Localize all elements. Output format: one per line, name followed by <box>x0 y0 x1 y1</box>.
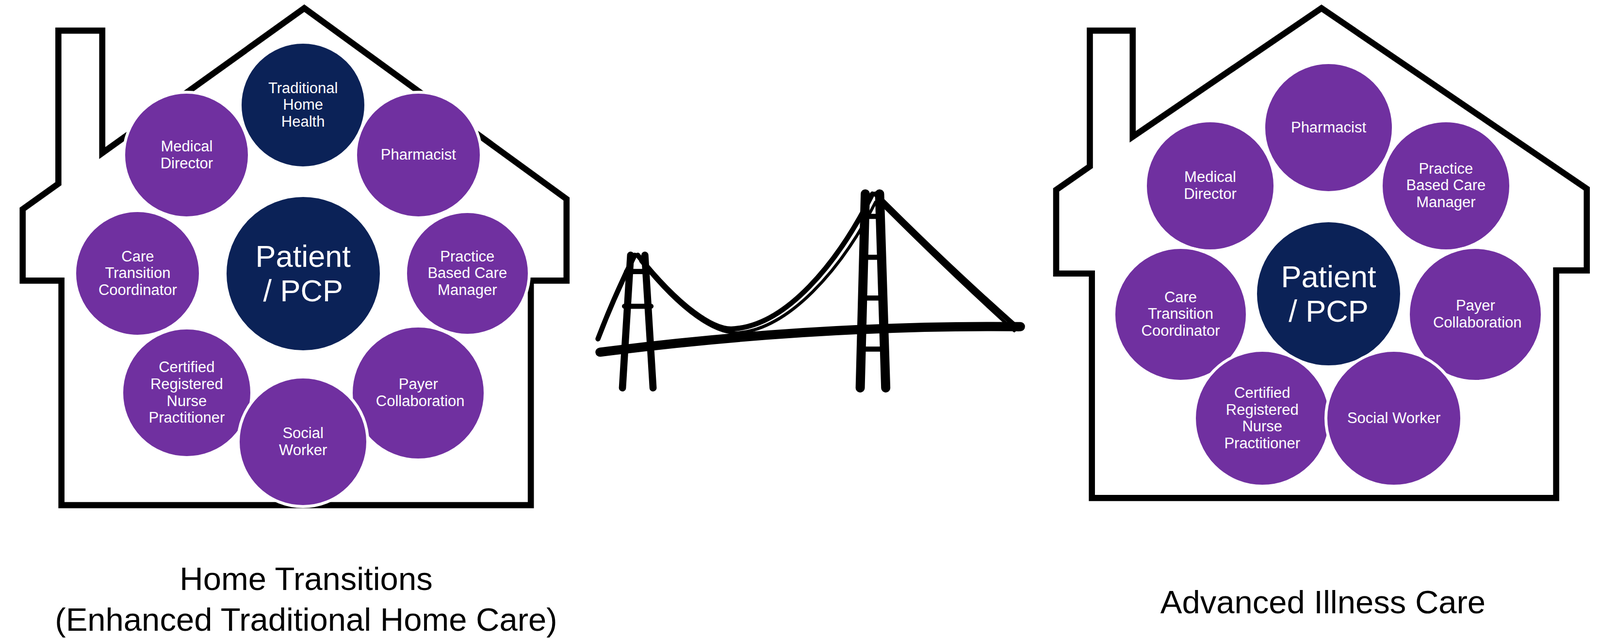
role-label: Care Transition Coordinator <box>1138 289 1224 340</box>
role-circle: Practice Based Care Manager <box>404 210 531 337</box>
tower-crossbar <box>861 216 885 349</box>
role-label: Patient / PCP <box>250 239 356 308</box>
bridge-cable <box>598 255 636 340</box>
role-label: Payer Collaboration <box>375 375 461 410</box>
tower-crossbar <box>624 271 652 307</box>
role-circle: Care Transition Coordinator <box>73 209 202 338</box>
house-title: Advanced Illness Care <box>1045 581 1600 623</box>
role-circle: Payer Collaboration <box>349 324 487 462</box>
role-circle: Patient / PCP <box>223 194 383 354</box>
role-label: Certified Registered Nurse Practitioner <box>1219 384 1305 453</box>
role-circle: Medical Director <box>1143 119 1277 252</box>
role-circle: Pharmacist <box>354 90 483 220</box>
role-label: Payer Collaboration <box>1433 297 1519 331</box>
role-label: Certified Registered Nurse Practitioner <box>144 359 229 427</box>
role-label: Social Worker <box>260 424 346 459</box>
house-caption: Advanced Illness Care <box>1045 581 1600 623</box>
bridge-cable <box>640 202 876 334</box>
role-label: Medical Director <box>1167 168 1253 203</box>
role-circle: Practice Based Care Manager <box>1379 119 1513 252</box>
role-circle: Social Worker <box>236 375 370 508</box>
role-label: Pharmacist <box>1286 119 1372 137</box>
house-outline-path <box>22 8 567 506</box>
role-label: Practice Based Care Manager <box>424 248 510 299</box>
role-label: Social Worker <box>1335 409 1453 427</box>
role-circle: Medical Director <box>122 90 251 220</box>
house-frame: Advanced Illness Care PharmacistMedical D… <box>1045 0 1600 639</box>
role-label: Medical Director <box>144 138 229 172</box>
bridge-cable <box>875 194 1019 329</box>
house-frame: Home Transitions(Enhanced Traditional Ho… <box>15 0 598 639</box>
role-label: Traditional Home Health <box>260 80 346 131</box>
house-title: Home Transitions <box>15 558 598 600</box>
role-circle: Patient / PCP <box>1254 219 1404 369</box>
role-circle: Certified Registered Nurse Practitioner <box>1192 348 1332 488</box>
house-caption: Home Transitions(Enhanced Traditional Ho… <box>15 558 598 639</box>
role-circle: Pharmacist <box>1262 61 1395 194</box>
role-label: Pharmacist <box>375 146 461 164</box>
house-outline-path <box>1056 8 1587 499</box>
role-label: Care Transition Coordinator <box>95 248 180 299</box>
role-circle: Traditional Home Health <box>238 40 368 170</box>
house-title: (Enhanced Traditional Home Care) <box>15 599 598 639</box>
bridge-deck <box>600 326 1021 353</box>
role-label: Practice Based Care Manager <box>1403 160 1489 212</box>
role-circle: Social Worker <box>1324 348 1464 488</box>
role-label: Patient / PCP <box>1276 259 1381 328</box>
role-circle: Certified Registered Nurse Practitioner <box>120 326 253 459</box>
bridge-cable <box>879 202 1015 331</box>
